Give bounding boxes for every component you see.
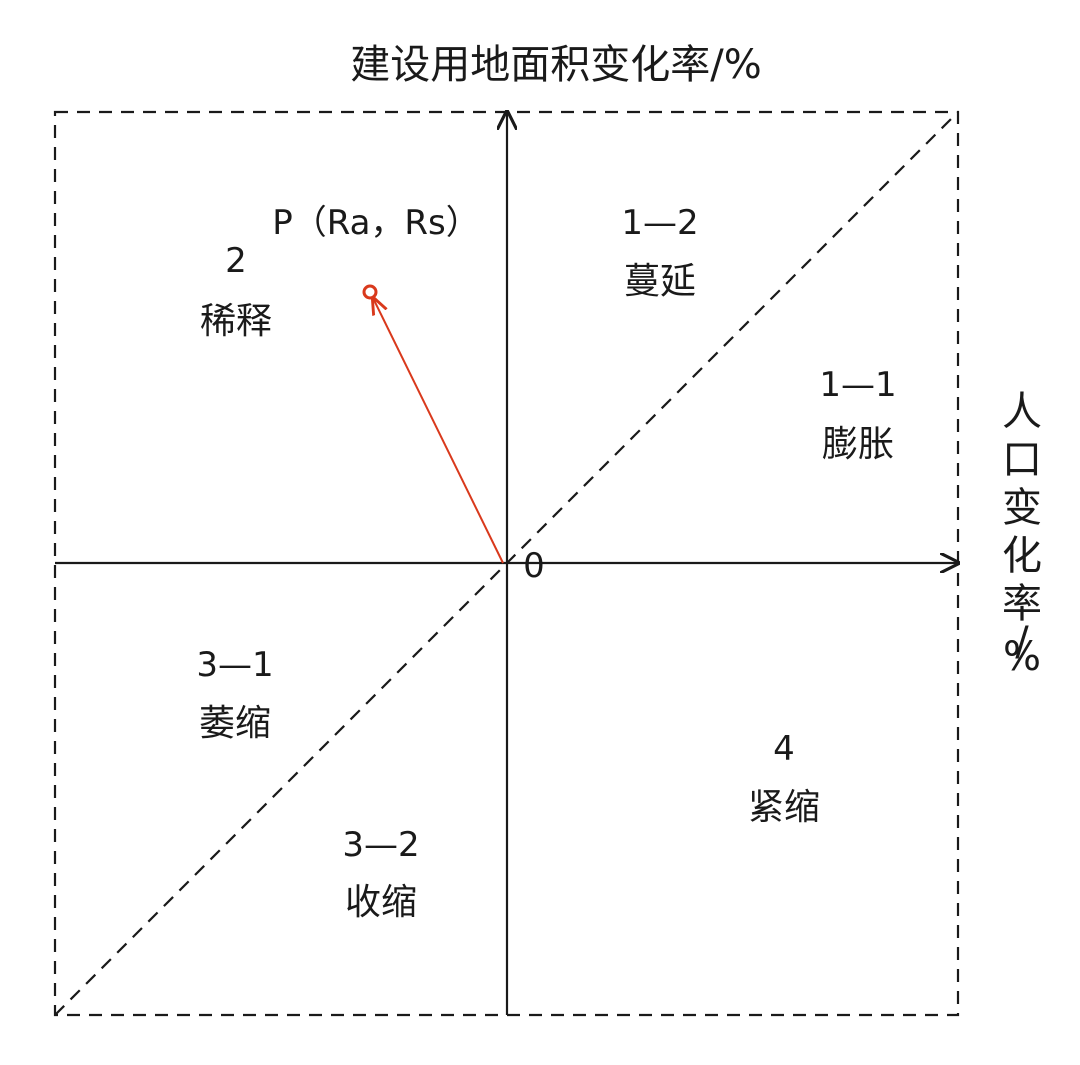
x-axis-title-char: / <box>1015 619 1029 665</box>
x-axis-title-char: 人 <box>1002 389 1042 435</box>
zone-code: 4 <box>773 729 795 769</box>
x-axis-title-char: 化 <box>1002 533 1042 579</box>
x-axis-title-char: 变 <box>1002 485 1042 531</box>
zone-name: 稀释 <box>200 301 272 342</box>
zone-code: 2 <box>225 241 247 281</box>
zone-code: 1—1 <box>819 365 896 405</box>
point-p-marker <box>362 284 378 300</box>
zone-3-2: 3—2 收缩 <box>342 825 419 923</box>
y-axis-title: 建设用地面积变化率/% <box>350 42 761 88</box>
zone-1-2: 1—2 蔓延 <box>621 203 698 302</box>
zone-name: 萎缩 <box>199 703 271 744</box>
x-axis-title: 人 口 变 化 率 / % <box>1002 389 1042 680</box>
zone-name: 紧缩 <box>748 787 820 828</box>
zone-1-1: 1—1 膨胀 <box>819 365 896 465</box>
zone-2: 2 稀释 <box>200 241 272 342</box>
zone-name: 收缩 <box>345 882 417 923</box>
zone-name: 蔓延 <box>624 261 696 302</box>
x-axis-title-char: 口 <box>1002 437 1042 483</box>
origin-label: 0 <box>523 546 545 586</box>
zone-name: 膨胀 <box>822 424 894 465</box>
point-p-label: P（Ra，Rs） <box>272 203 480 243</box>
zone-code: 3—2 <box>342 825 419 865</box>
x-axis-title-char: 率 <box>1002 581 1042 627</box>
zone-4: 4 紧缩 <box>748 729 820 828</box>
zone-code: 1—2 <box>621 203 698 243</box>
zone-code: 3—1 <box>196 645 273 685</box>
zone-3-1: 3—1 萎缩 <box>196 645 273 744</box>
x-axis-title-char: % <box>1003 634 1041 680</box>
vector-op <box>373 298 504 564</box>
